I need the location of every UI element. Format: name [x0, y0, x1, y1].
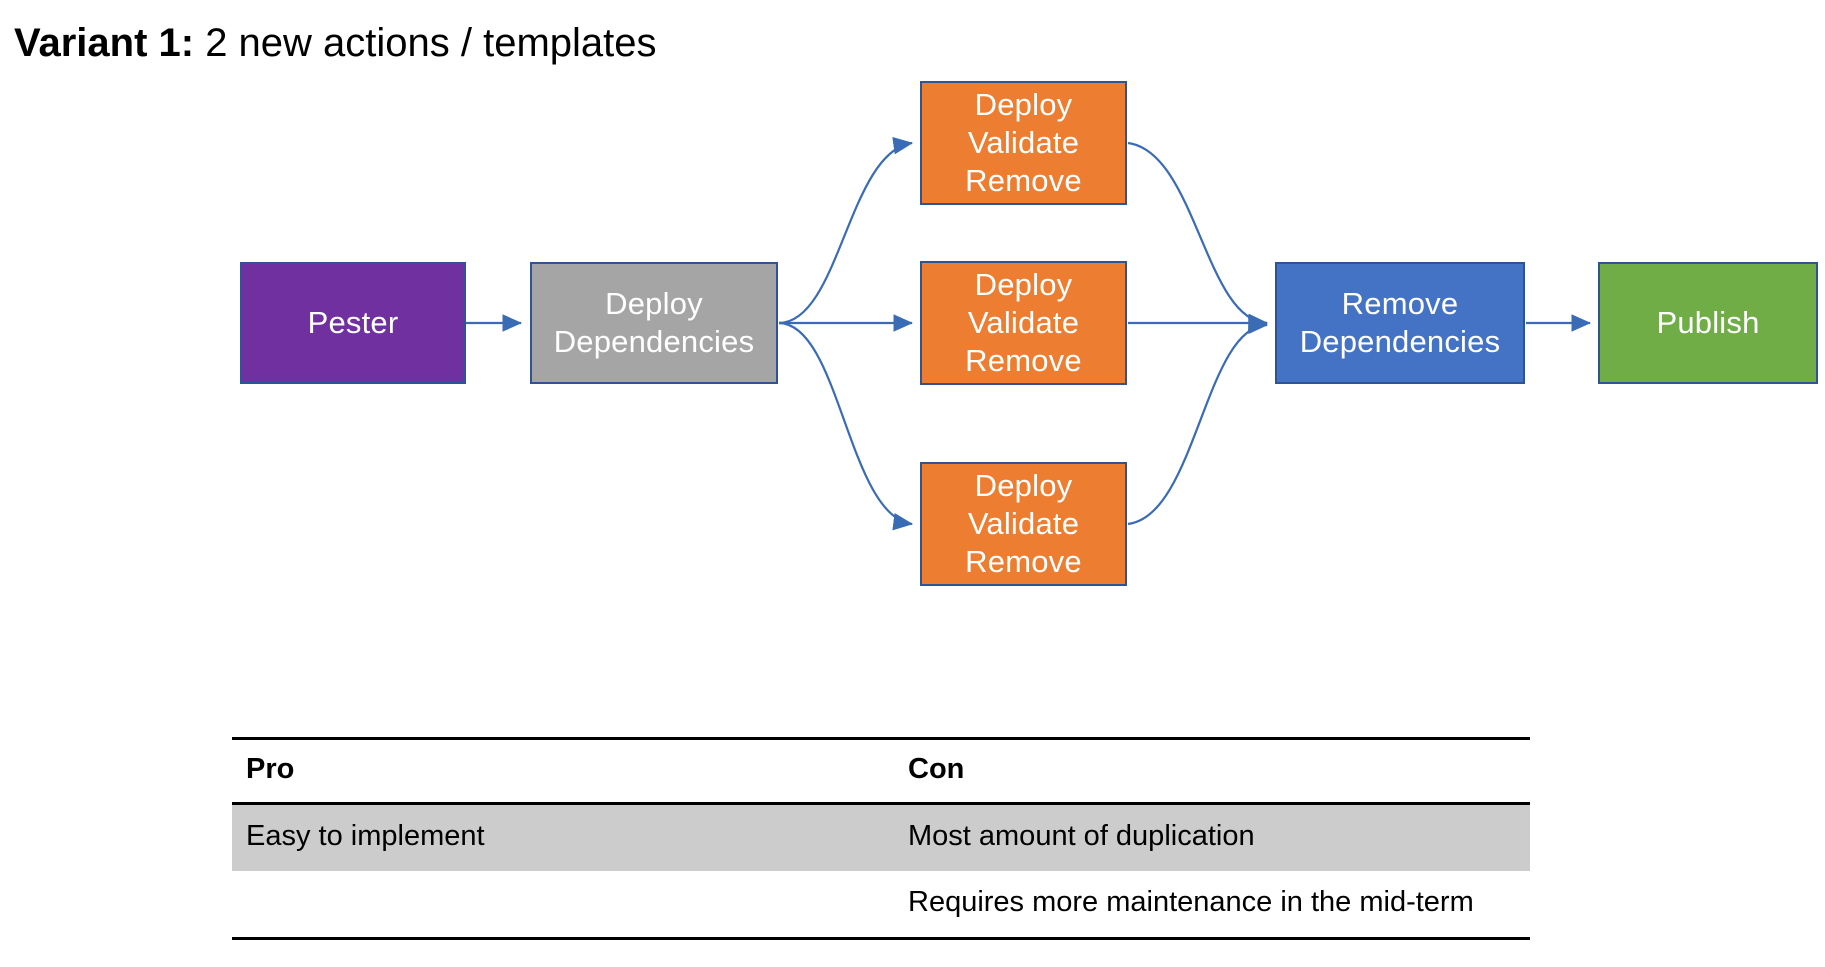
- node-remove-dependencies[interactable]: Remove Dependencies: [1275, 262, 1525, 384]
- node-deploy-validate-remove-middle[interactable]: Deploy Validate Remove: [920, 261, 1127, 385]
- edge-dvr-top-to-remove-dependencies: [1127, 141, 1269, 332]
- table-header-con: Con: [894, 737, 1530, 805]
- pro-con-table: Pro Con Easy to implement Most amount of…: [232, 737, 1530, 940]
- node-remove-dependencies-line1: Remove: [1341, 286, 1459, 321]
- page-title-prefix: Variant 1:: [14, 21, 195, 65]
- node-remove-dependencies-line2: Dependencies: [1299, 324, 1501, 359]
- table-cell-con-2: Requires more maintenance in the mid-ter…: [894, 871, 1530, 940]
- node-publish-label: Publish: [1656, 305, 1760, 340]
- node-dvr-bottom-line3: Remove: [965, 544, 1082, 579]
- node-deploy-validate-remove-top[interactable]: Deploy Validate Remove: [920, 81, 1127, 205]
- table-cell-con-1: Most amount of duplication: [894, 803, 1530, 871]
- table-cell-pro-2: [232, 871, 894, 940]
- edge-deploy-dependencies-to-dvr-bottom: [778, 321, 914, 531]
- node-deploy-dependencies-line2: Dependencies: [553, 324, 755, 359]
- node-dvr-bottom-line2: Validate: [967, 506, 1080, 541]
- page-title-suffix: 2 new actions / templates: [194, 21, 657, 65]
- table-header-row: Pro Con: [232, 737, 1530, 805]
- node-dvr-top-line2: Validate: [967, 125, 1080, 160]
- table-row: Requires more maintenance in the mid-ter…: [232, 871, 1530, 940]
- node-publish[interactable]: Publish: [1598, 262, 1818, 384]
- node-dvr-middle-line3: Remove: [965, 343, 1082, 378]
- edge-dvr-bottom-to-remove-dependencies: [1127, 316, 1269, 526]
- node-dvr-middle-line2: Validate: [967, 305, 1080, 340]
- table-header-pro: Pro: [232, 737, 894, 805]
- node-deploy-dependencies-line1: Deploy: [605, 286, 703, 321]
- node-dvr-middle-line1: Deploy: [974, 267, 1073, 302]
- node-deploy-dependencies[interactable]: Deploy Dependencies: [530, 262, 778, 384]
- table-row: Easy to implement Most amount of duplica…: [232, 803, 1530, 871]
- node-dvr-top-line1: Deploy: [974, 87, 1073, 122]
- node-dvr-bottom-line1: Deploy: [974, 468, 1073, 503]
- pipeline-diagram: Pester Deploy Dependencies Deploy Valida…: [240, 81, 1818, 586]
- table-cell-pro-1: Easy to implement: [232, 803, 894, 871]
- node-dvr-top-line3: Remove: [965, 163, 1082, 198]
- page-title: Variant 1: 2 new actions / templates: [14, 18, 657, 68]
- node-pester[interactable]: Pester: [240, 262, 466, 384]
- edge-deploy-dependencies-to-dvr-top: [778, 136, 914, 325]
- node-deploy-validate-remove-bottom[interactable]: Deploy Validate Remove: [920, 462, 1127, 586]
- node-pester-label: Pester: [307, 305, 399, 340]
